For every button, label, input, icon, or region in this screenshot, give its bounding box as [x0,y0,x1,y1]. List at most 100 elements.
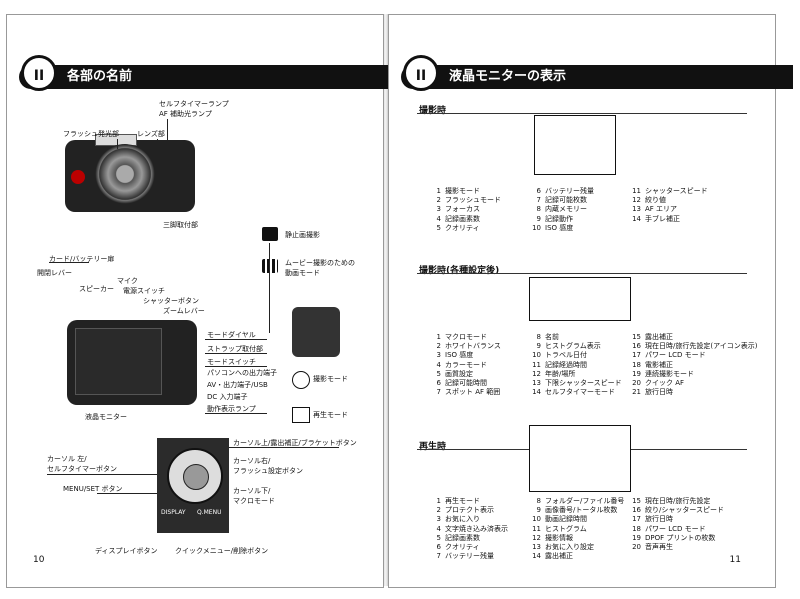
legend-item-text: フラッシュモード [445,196,501,205]
legend-item-text: DPOF プリントの枚数 [645,533,716,542]
legend-item-text: ホワイトバランス [445,342,501,351]
legend-item-text: 画像番号/トータル枚数 [545,506,618,515]
label-dc-in: DC 入力端子 [207,393,248,401]
left-header-bar: 各部の名前 [19,65,407,89]
label-strap: ストラップ取付部 [207,345,263,353]
legend-item-text: 現在日時/旅行先設定(アイコン表示) [645,342,758,351]
legend-item-number: 4 [436,524,441,533]
legend-item-text: パワー LCD モード [645,351,706,360]
legend-item-text: 再生モード [445,497,480,505]
legend-item-text: ヒストグラム表示 [545,342,601,351]
legend-item-number: 6 [436,543,441,552]
label-power-switch: 電源スイッチ [123,287,165,295]
legend-item-text: お気に入り [445,515,480,524]
section-title-playback: 再生時 [419,442,447,452]
label-pc-terminal: パソコンへの出力端子 [207,369,277,377]
legend-item-text: 内蔵メモリー [545,205,587,214]
legend-item-number: 20 [632,543,641,552]
legend-item [631,224,741,233]
legend-item-number: 13 [532,379,541,388]
label-menu-set: MENU/SET ボタン [63,485,123,493]
legend-item-text: 記録動作 [545,214,573,223]
label-flash: フラッシュ発光部 [63,130,119,138]
section-title-recording-settings: 撮影時(各種設定後) [419,266,500,276]
label-card-battery: カード/バッテリー扉 [49,255,115,263]
legend-item-number: 9 [536,342,541,351]
legend-item-number: 14 [632,214,641,223]
camera-back-illustration [67,320,197,405]
legend-item-number: 2 [436,506,441,515]
play-icon [292,407,310,423]
section-rule [417,113,747,114]
legend-item-number: 19 [632,369,641,378]
legend-item-number: 13 [632,205,641,214]
legend-item-number: 11 [532,524,541,533]
label-cursor-down2: マクロモード [233,497,275,505]
left-chapter-badge: II [21,55,57,91]
legend-item: 17 パワー LCD モード [631,351,741,360]
legend-item: 2 フラッシュモード [431,196,531,205]
lcd-diagram-recording [534,115,616,175]
legend-item-number: 12 [532,369,541,378]
label-shutter: シャッターボタン [143,297,199,305]
legend-item-number: 7 [436,388,441,397]
legend-item-number: 5 [436,369,441,378]
legend-item-number: 11 [532,360,541,369]
legend-item-number: 7 [436,552,441,561]
legend-item-text: 記録経過時間 [545,360,587,369]
label-self-timer-lamp: セルフタイマーランプ [159,100,229,108]
legend-item-number: 7 [536,196,541,205]
legend-item-number: 17 [632,351,641,360]
legend-item-number: 2 [436,196,441,205]
legend-item-number: 21 [632,388,641,397]
right-header-bar: 液晶モニターの表示 [401,65,793,89]
label-af-assist-lamp: AF 補助光ランプ [159,110,212,118]
left-page-number: 10 [33,555,45,565]
legend-item-text: AF エリア [645,205,678,214]
legend-item-number: 4 [436,360,441,369]
label-movie-mode2: 動画モード [285,269,320,277]
legend-item-text: 下限シャッタースピード [545,379,622,388]
legend-item-text: ISO 感度 [545,223,574,232]
legend-item-number: 10 [532,223,541,232]
movie-film-icon [262,259,278,273]
legend-item-text: お気に入り設定 [545,543,594,552]
label-still-mode: 静止画撮影 [285,231,320,239]
legend-item-text: クイック AF [645,379,685,388]
legend-item-number: 16 [632,506,641,515]
legend-item-number: 12 [632,196,641,205]
legend-item-number: 4 [436,214,441,223]
legend-item-number: 8 [536,333,541,341]
legend-row: 2 ホワイトバランス 9 ヒストグラム表示 16 現在日時/旅行先設定(アイコン表示) [431,342,758,351]
legend-item-text: 記録画素数 [445,533,480,542]
legend-item-number: 16 [632,342,641,351]
legend-item-text: プロテクト表示 [445,506,494,515]
legend-item-number: 18 [632,360,641,369]
label-cursor-right: カーソル右/ [233,457,271,465]
legend-item [631,552,741,561]
legend-item-text: シャッタースピード [645,187,708,195]
legend-item-number: 2 [436,342,441,351]
legend-item-text: 露出補正 [645,333,673,341]
